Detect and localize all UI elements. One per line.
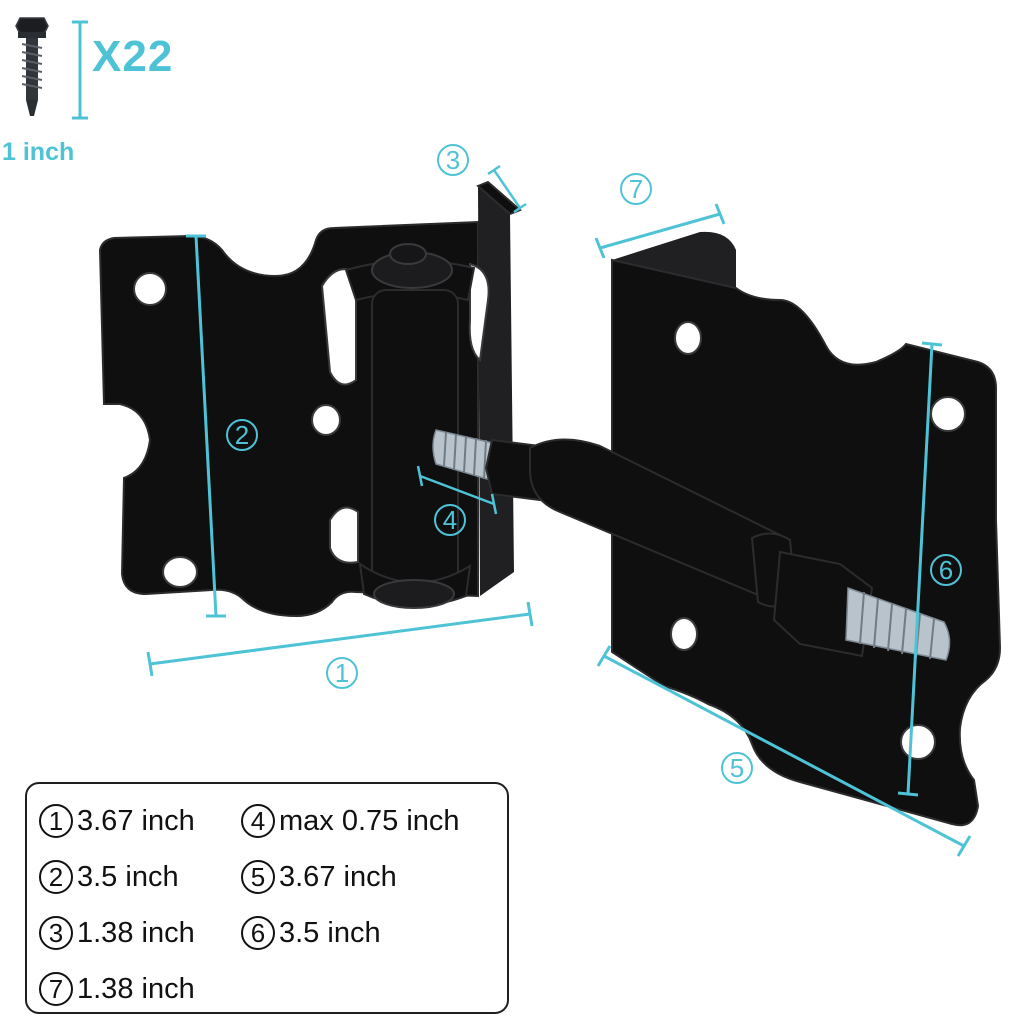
marker-2: 2: [226, 419, 258, 451]
screw-length: 1 inch: [2, 138, 75, 166]
spec-number: 7: [39, 972, 73, 1006]
dimension-line-2: [186, 234, 226, 618]
svg-text:1: 1: [335, 658, 349, 688]
dimension-line-3: [487, 164, 527, 214]
svg-text:4: 4: [443, 505, 457, 535]
svg-text:3: 3: [446, 145, 460, 175]
spec-value: 3.5 inch: [279, 916, 381, 949]
svg-text:6: 6: [939, 555, 953, 585]
dimension-line-6: [897, 341, 943, 797]
tension-bolt: [432, 429, 951, 661]
spec-value: 1.38 inch: [77, 972, 195, 1005]
spec-value: 3.67 inch: [279, 860, 397, 893]
right-hinge-leaf: [611, 231, 1002, 827]
screw-length-bracket: [72, 20, 88, 120]
spec-number: 4: [241, 804, 275, 838]
svg-text:2: 2: [235, 420, 249, 450]
svg-text:5: 5: [730, 753, 744, 783]
spec-value: 1.38 inch: [77, 916, 195, 949]
spec-value: max 0.75 inch: [279, 804, 460, 837]
spec-number: 1: [39, 804, 73, 838]
marker-3: 3: [437, 144, 469, 176]
spec-value: 3.5 inch: [77, 860, 179, 893]
spec-number: 2: [39, 860, 73, 894]
dimension-line-1: [146, 601, 534, 677]
spec-row-7: 7 1.38 inch: [39, 972, 195, 1006]
svg-text:7: 7: [629, 174, 643, 204]
spec-number: 5: [241, 860, 275, 894]
specification-table: 1 3.67 inch 2 3.5 inch 3 1.38 inch 7 1.3…: [25, 782, 509, 1014]
spec-row-6: 6 3.5 inch: [241, 916, 381, 950]
spec-number: 6: [241, 916, 275, 950]
spec-number: 3: [39, 916, 73, 950]
spec-row-5: 5 3.67 inch: [241, 860, 397, 894]
dimension-line-7: [594, 203, 726, 259]
spec-row-4: 4 max 0.75 inch: [241, 804, 460, 838]
dimension-line-4: [416, 465, 498, 515]
hinge-barrel: [344, 243, 476, 609]
screw-icon: [15, 17, 49, 116]
spec-row-2: 2 3.5 inch: [39, 860, 179, 894]
spec-row-1: 1 3.67 inch: [39, 804, 195, 838]
dimension-line-5: [596, 645, 972, 857]
marker-6: 6: [930, 554, 962, 586]
marker-4: 4: [434, 504, 466, 536]
marker-7: 7: [620, 173, 652, 205]
marker-5: 5: [721, 752, 753, 784]
screw-quantity: X22: [92, 32, 174, 81]
marker-1: 1: [326, 657, 358, 689]
spec-value: 3.67 inch: [77, 804, 195, 837]
spec-row-3: 3 1.38 inch: [39, 916, 195, 950]
